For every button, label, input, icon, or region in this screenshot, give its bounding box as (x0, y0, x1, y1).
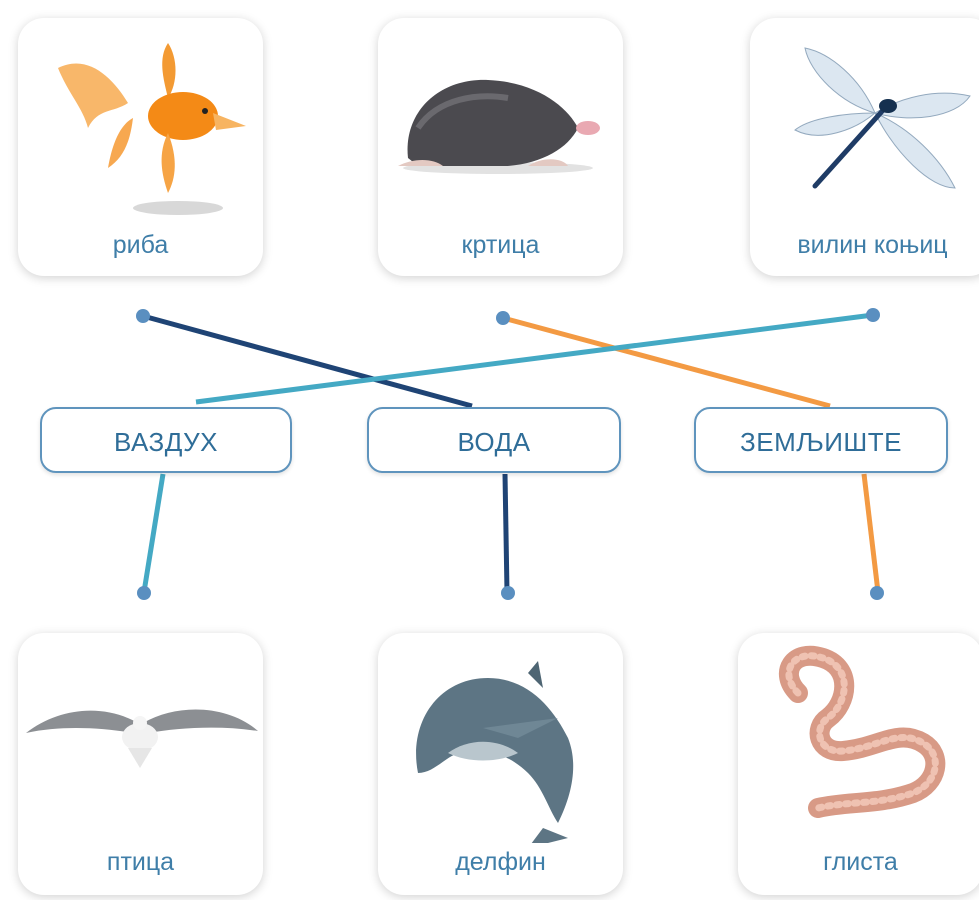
card-worm-label: глиста (738, 848, 979, 877)
link-fish-water (143, 316, 472, 406)
card-fish[interactable]: риба (18, 18, 263, 276)
dragonfly-icon (750, 18, 979, 228)
dot-fish[interactable] (136, 309, 150, 323)
link-mole-soil (503, 318, 830, 406)
card-bird[interactable]: птица (18, 633, 263, 895)
dot-mole[interactable] (496, 311, 510, 325)
link-air-bird (144, 474, 163, 592)
category-soil[interactable]: ЗЕМЉИШТЕ (694, 407, 948, 473)
card-dolphin[interactable]: делфин (378, 633, 623, 895)
category-water[interactable]: ВОДА (367, 407, 621, 473)
link-soil-worm (864, 474, 878, 592)
earthworm-icon (738, 633, 979, 843)
link-water-dolphin (505, 474, 507, 592)
card-dragonfly[interactable]: вилин коњиц (750, 18, 979, 276)
mole-icon (378, 18, 623, 228)
card-mole-label: кртица (378, 231, 623, 260)
dolphin-icon (378, 633, 623, 843)
card-mole[interactable]: кртица (378, 18, 623, 276)
dot-worm[interactable] (870, 586, 884, 600)
card-fish-label: риба (18, 231, 263, 260)
seagull-icon (18, 633, 263, 843)
card-bird-label: птица (18, 848, 263, 877)
dot-dolphin[interactable] (501, 586, 515, 600)
dot-dragonfly[interactable] (866, 308, 880, 322)
category-air[interactable]: ВАЗДУХ (40, 407, 292, 473)
card-dolphin-label: делфин (378, 848, 623, 877)
card-worm[interactable]: глиста (738, 633, 979, 895)
goldfish-icon (18, 18, 263, 228)
card-dragonfly-label: вилин коњиц (750, 231, 979, 260)
dot-bird[interactable] (137, 586, 151, 600)
